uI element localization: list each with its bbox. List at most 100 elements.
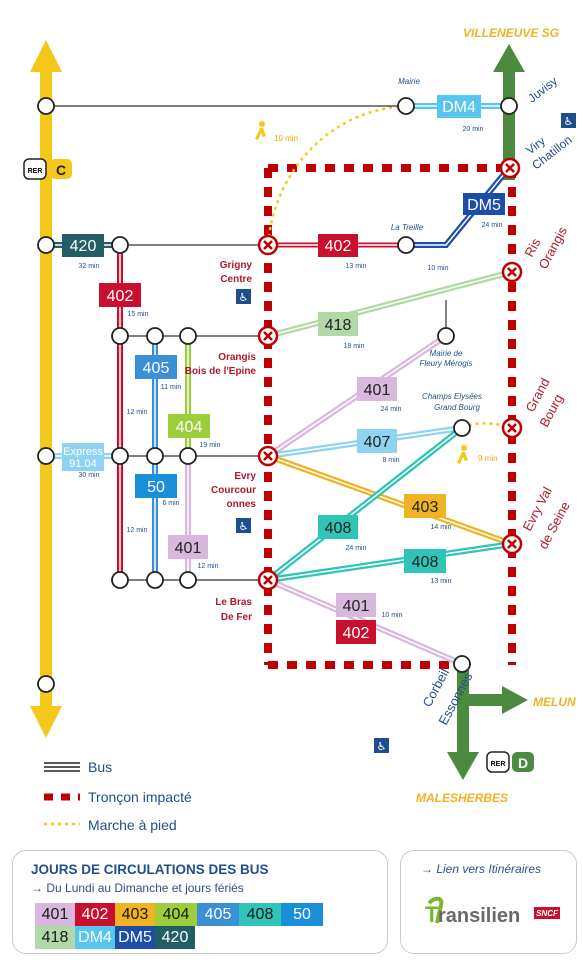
rer-d-badge: RER D bbox=[486, 751, 534, 773]
svg-text:Grand Bourg: Grand Bourg bbox=[434, 403, 480, 412]
walk-icon-top bbox=[255, 121, 266, 140]
itineraires-link[interactable]: → Lien vers Itinéraires bbox=[421, 862, 542, 876]
line-chip-402: 402 bbox=[75, 903, 115, 926]
line-chip-418: 418 bbox=[35, 926, 75, 949]
rer-c-badge: RER C bbox=[23, 158, 72, 180]
route-418 bbox=[267, 269, 513, 339]
accessibility-icon: ♿ bbox=[374, 738, 389, 753]
badge-402-vert: 402 bbox=[99, 283, 141, 307]
svg-text:T: T bbox=[425, 902, 439, 927]
svg-text:Fleury Mérogis: Fleury Mérogis bbox=[420, 359, 473, 368]
badge-405: 405 bbox=[135, 355, 177, 379]
svg-text:C: C bbox=[56, 162, 66, 178]
svg-text:MELUN: MELUN bbox=[533, 695, 576, 709]
closed-stops bbox=[257, 157, 523, 591]
svg-text:20 min: 20 min bbox=[462, 126, 483, 133]
svg-text:407: 407 bbox=[364, 434, 391, 451]
svg-text:402: 402 bbox=[343, 625, 370, 642]
line-chip-dm5: DM5 bbox=[115, 926, 155, 949]
svg-text:MALESHERBES: MALESHERBES bbox=[416, 791, 508, 805]
badge-418: 418 bbox=[318, 312, 358, 336]
legend-troncon: Tronçon impacté bbox=[88, 789, 192, 805]
svg-text:401: 401 bbox=[175, 540, 202, 557]
walk-paths bbox=[266, 104, 513, 430]
badge-408a: 408 bbox=[318, 515, 358, 539]
svg-text:13 min: 13 min bbox=[345, 263, 366, 270]
svg-text:Evry: Evry bbox=[234, 471, 256, 482]
walk-time-top: 10 min bbox=[274, 134, 298, 143]
svg-text:420: 420 bbox=[70, 238, 97, 255]
badge-404: 404 bbox=[168, 414, 210, 438]
badge-401-bottom: 401 bbox=[336, 593, 376, 617]
svg-text:418: 418 bbox=[325, 317, 352, 334]
stop-labels: Mairie La Treille Mairie de Fleury Mérog… bbox=[391, 77, 482, 412]
svg-text:408: 408 bbox=[325, 520, 352, 537]
svg-text:D: D bbox=[518, 755, 528, 771]
svg-text:15 min: 15 min bbox=[127, 311, 148, 318]
svg-text:Orangis: Orangis bbox=[218, 352, 256, 363]
links-panel[interactable]: → Lien vers Itinéraires T ransilien SNCF bbox=[400, 850, 577, 954]
walk-icon-right bbox=[457, 445, 468, 464]
accessibility-icon: ♿ bbox=[561, 113, 576, 128]
accessibility-icon: ♿ bbox=[236, 518, 251, 533]
svg-text:ransilien: ransilien bbox=[438, 905, 520, 927]
svg-text:19 min: 19 min bbox=[199, 442, 220, 449]
schedule-subtitle: → Du Lundi au Dimanche et jours fériés bbox=[31, 881, 244, 895]
line-chip-50: 50 bbox=[281, 903, 323, 926]
svg-text:24 min: 24 min bbox=[380, 406, 401, 413]
line-chip-dm4: DM4 bbox=[75, 926, 115, 949]
badge-420: 420 bbox=[62, 234, 104, 257]
svg-text:30 min: 30 min bbox=[78, 472, 99, 479]
svg-text:32 min: 32 min bbox=[78, 263, 99, 270]
line-badges: DM4 DM5 420 402 402 418 405 401 404 407 … bbox=[62, 95, 505, 644]
svg-text:408: 408 bbox=[412, 554, 439, 571]
svg-text:50: 50 bbox=[147, 479, 165, 496]
route-403 bbox=[266, 453, 514, 547]
badge-407: 407 bbox=[357, 429, 397, 453]
svg-text:91.04: 91.04 bbox=[69, 458, 97, 470]
svg-text:24 min: 24 min bbox=[345, 545, 366, 552]
svg-text:8 min: 8 min bbox=[382, 457, 399, 464]
svg-text:Courcour: Courcour bbox=[211, 485, 256, 496]
svg-text:12 min: 12 min bbox=[197, 563, 218, 570]
transilien-logo: T ransilien SNCF bbox=[425, 896, 560, 927]
svg-text:♿: ♿ bbox=[377, 740, 387, 753]
badge-408b: 408 bbox=[404, 549, 446, 573]
svg-text:402: 402 bbox=[107, 288, 134, 305]
badge-403: 403 bbox=[404, 494, 446, 518]
svg-text:RER: RER bbox=[491, 761, 506, 768]
svg-text:12 min: 12 min bbox=[126, 527, 147, 534]
svg-text:10 min: 10 min bbox=[381, 612, 402, 619]
legend: Bus Tronçon impacté Marche à pied bbox=[44, 759, 192, 833]
svg-text:Le Bras: Le Bras bbox=[215, 597, 252, 608]
center-station-labels: Grigny Centre Orangis Bois de l'Epine Ev… bbox=[185, 260, 257, 623]
svg-text:RER: RER bbox=[28, 168, 43, 175]
svg-text:13 min: 13 min bbox=[430, 578, 451, 585]
line-chip-420: 420 bbox=[155, 926, 195, 949]
svg-text:DM4: DM4 bbox=[442, 99, 476, 116]
schedule-title: JOURS DE CIRCULATIONS DES BUS bbox=[31, 862, 269, 877]
svg-text:Centre: Centre bbox=[220, 274, 252, 285]
line-chip-403: 403 bbox=[115, 903, 155, 926]
badge-dm5: DM5 bbox=[463, 193, 505, 215]
route-408 bbox=[266, 425, 513, 583]
rer-d-line bbox=[447, 44, 528, 780]
arrow-right-icon: → bbox=[421, 862, 437, 876]
svg-text:La Treille: La Treille bbox=[391, 223, 424, 232]
destination-labels: VILLENEUVE SG MELUN MALESHERBES bbox=[416, 26, 576, 805]
svg-text:11 min: 11 min bbox=[161, 384, 182, 391]
svg-text:Juvisy: Juvisy bbox=[525, 74, 560, 106]
svg-text:Bois de l'Epine: Bois de l'Epine bbox=[185, 366, 257, 377]
legend-bus: Bus bbox=[88, 759, 112, 775]
badge-dm4: DM4 bbox=[437, 95, 481, 118]
line-chip-408: 408 bbox=[239, 903, 281, 926]
svg-text:onnes: onnes bbox=[227, 499, 257, 510]
time-labels: 20 min 24 min 10 min 13 min 32 min 18 mi… bbox=[78, 126, 502, 619]
svg-text:402: 402 bbox=[325, 238, 352, 255]
svg-text:12 min: 12 min bbox=[126, 409, 147, 416]
svg-text:403: 403 bbox=[412, 499, 439, 516]
svg-text:18 min: 18 min bbox=[343, 343, 364, 350]
svg-text:24 min: 24 min bbox=[481, 222, 502, 229]
svg-text:6 min: 6 min bbox=[162, 500, 179, 507]
